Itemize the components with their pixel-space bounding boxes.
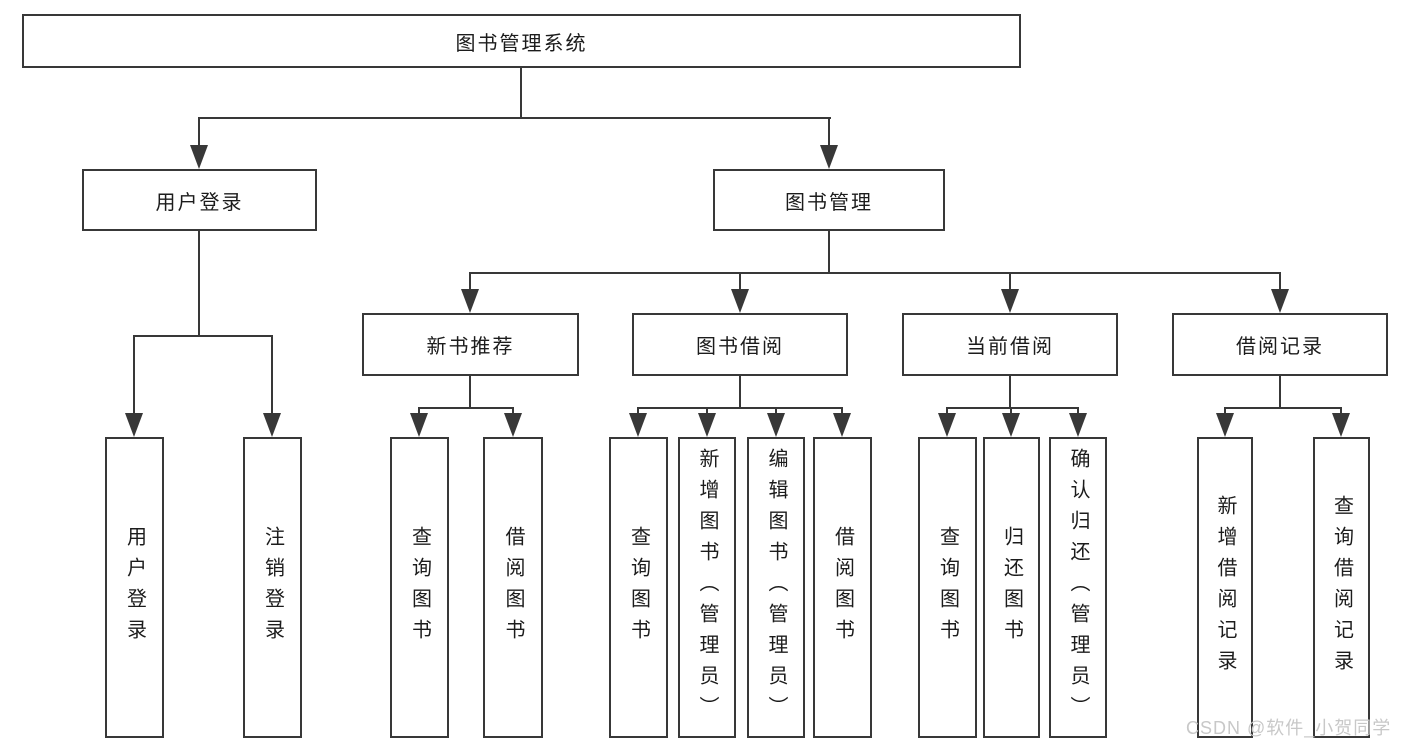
connector-borrow-record-stem	[1279, 376, 1281, 409]
arrowhead-current-borrow	[1001, 289, 1019, 313]
arrowhead-bb-borrow	[833, 413, 851, 437]
leaf-cb-confirm: 确认归还（管理员）	[1049, 437, 1107, 738]
leaf-bb-borrow-label: 借阅图书	[831, 525, 854, 650]
node-book-borrow-label: 图书借阅	[696, 336, 784, 358]
node-current-borrow-label: 当前借阅	[966, 336, 1054, 358]
connector-drop-bb-edit	[775, 407, 777, 415]
connector-user-login-bar	[133, 335, 273, 337]
connector-user-login-stem	[198, 231, 200, 337]
connector-borrow-record-bar	[1224, 407, 1342, 409]
node-borrow-record-label: 借阅记录	[1236, 336, 1324, 358]
arrowhead-bb-query	[629, 413, 647, 437]
connector-current-borrow-bar	[946, 407, 1079, 409]
leaf-br-query-label: 查询借阅记录	[1330, 494, 1353, 681]
connector-drop-cb-confirm	[1077, 407, 1079, 415]
arrowhead-br-add	[1216, 413, 1234, 437]
connector-current-borrow-stem	[1009, 376, 1011, 409]
leaf-user-login-label: 用户登录	[123, 525, 146, 650]
connector-book-borrow-bar	[637, 407, 843, 409]
leaf-br-add-label: 新增借阅记录	[1214, 494, 1236, 681]
arrowhead-leaf-logout	[263, 413, 281, 437]
leaf-bb-query-label: 查询图书	[627, 525, 650, 650]
leaf-bb-borrow: 借阅图书	[813, 437, 872, 738]
connector-drop-book-mgmt	[828, 117, 830, 148]
node-book-borrow: 图书借阅	[632, 313, 848, 376]
leaf-bb-add-label: 新增图书（管理员）	[696, 448, 718, 727]
connector-drop-borrow-record	[1279, 272, 1281, 291]
connector-new-book-stem	[469, 376, 471, 409]
leaf-nb-borrow-label: 借阅图书	[502, 525, 524, 650]
watermark: CSDN @软件_小贺同学	[1186, 718, 1392, 738]
node-current-borrow: 当前借阅	[902, 313, 1118, 376]
leaf-nb-query: 查询图书	[390, 437, 449, 738]
connector-drop-nb-borrow	[512, 407, 514, 415]
node-user-login-label: 用户登录	[155, 191, 244, 214]
connector-drop-leaf-logout	[271, 335, 273, 415]
connector-drop-nb-query	[418, 407, 420, 415]
node-user-login: 用户登录	[82, 169, 317, 231]
leaf-bb-query: 查询图书	[609, 437, 668, 738]
arrowhead-nb-query	[410, 413, 428, 437]
leaf-logout: 注销登录	[243, 437, 302, 738]
leaf-bb-add: 新增图书（管理员）	[678, 437, 736, 738]
node-book-mgmt-label: 图书管理	[785, 191, 873, 214]
node-new-book-rec: 新书推荐	[362, 313, 579, 376]
connector-root-bar	[198, 117, 831, 119]
connector-drop-br-query	[1340, 407, 1342, 415]
arrowhead-cb-confirm	[1069, 413, 1087, 437]
node-borrow-record: 借阅记录	[1172, 313, 1388, 376]
node-new-book-rec-label: 新书推荐	[426, 336, 515, 358]
connector-drop-bb-query	[637, 407, 639, 415]
leaf-nb-borrow: 借阅图书	[483, 437, 543, 738]
leaf-bb-edit: 编辑图书（管理员）	[747, 437, 805, 738]
connector-drop-bb-add	[706, 407, 708, 415]
arrowhead-bb-add	[698, 413, 716, 437]
connector-drop-book-borrow	[739, 272, 741, 291]
node-book-mgmt: 图书管理	[713, 169, 945, 231]
arrowhead-cb-query	[938, 413, 956, 437]
connector-book-borrow-stem	[739, 376, 741, 409]
connector-new-book-bar	[418, 407, 514, 409]
leaf-cb-return: 归还图书	[983, 437, 1040, 738]
node-root-label: 图书管理系统	[455, 32, 588, 55]
node-root: 图书管理系统	[22, 14, 1021, 68]
arrowhead-cb-return	[1002, 413, 1020, 437]
connector-drop-new-book	[469, 272, 471, 291]
arrowhead-book-borrow	[731, 289, 749, 313]
leaf-br-add: 新增借阅记录	[1197, 437, 1253, 738]
arrowhead-br-query	[1332, 413, 1350, 437]
arrowhead-nb-borrow	[504, 413, 522, 437]
leaf-logout-label: 注销登录	[261, 525, 284, 650]
arrowhead-user-login	[190, 145, 208, 169]
connector-root-stem	[520, 68, 522, 118]
connector-drop-leaf-login	[133, 335, 135, 415]
connector-drop-current-borrow	[1009, 272, 1011, 291]
arrowhead-new-book	[461, 289, 479, 313]
connector-book-mgmt-bar	[469, 272, 1281, 274]
connector-book-mgmt-stem	[828, 231, 830, 274]
arrowhead-leaf-login	[125, 413, 143, 437]
leaf-cb-confirm-label: 确认归还（管理员）	[1067, 448, 1089, 727]
arrowhead-bb-edit	[767, 413, 785, 437]
arrowhead-borrow-record	[1271, 289, 1289, 313]
connector-drop-br-add	[1224, 407, 1226, 415]
leaf-cb-query: 查询图书	[918, 437, 977, 738]
leaf-nb-query-label: 查询图书	[408, 525, 431, 650]
leaf-cb-query-label: 查询图书	[936, 525, 959, 650]
connector-drop-cb-return	[1010, 407, 1012, 415]
connector-drop-user-login	[198, 117, 200, 148]
leaf-bb-edit-label: 编辑图书（管理员）	[765, 448, 787, 727]
leaf-user-login: 用户登录	[105, 437, 164, 738]
connector-drop-cb-query	[946, 407, 948, 415]
connector-drop-bb-borrow	[841, 407, 843, 415]
leaf-cb-return-label: 归还图书	[1000, 525, 1023, 650]
leaf-br-query: 查询借阅记录	[1313, 437, 1370, 738]
arrowhead-book-mgmt	[820, 145, 838, 169]
